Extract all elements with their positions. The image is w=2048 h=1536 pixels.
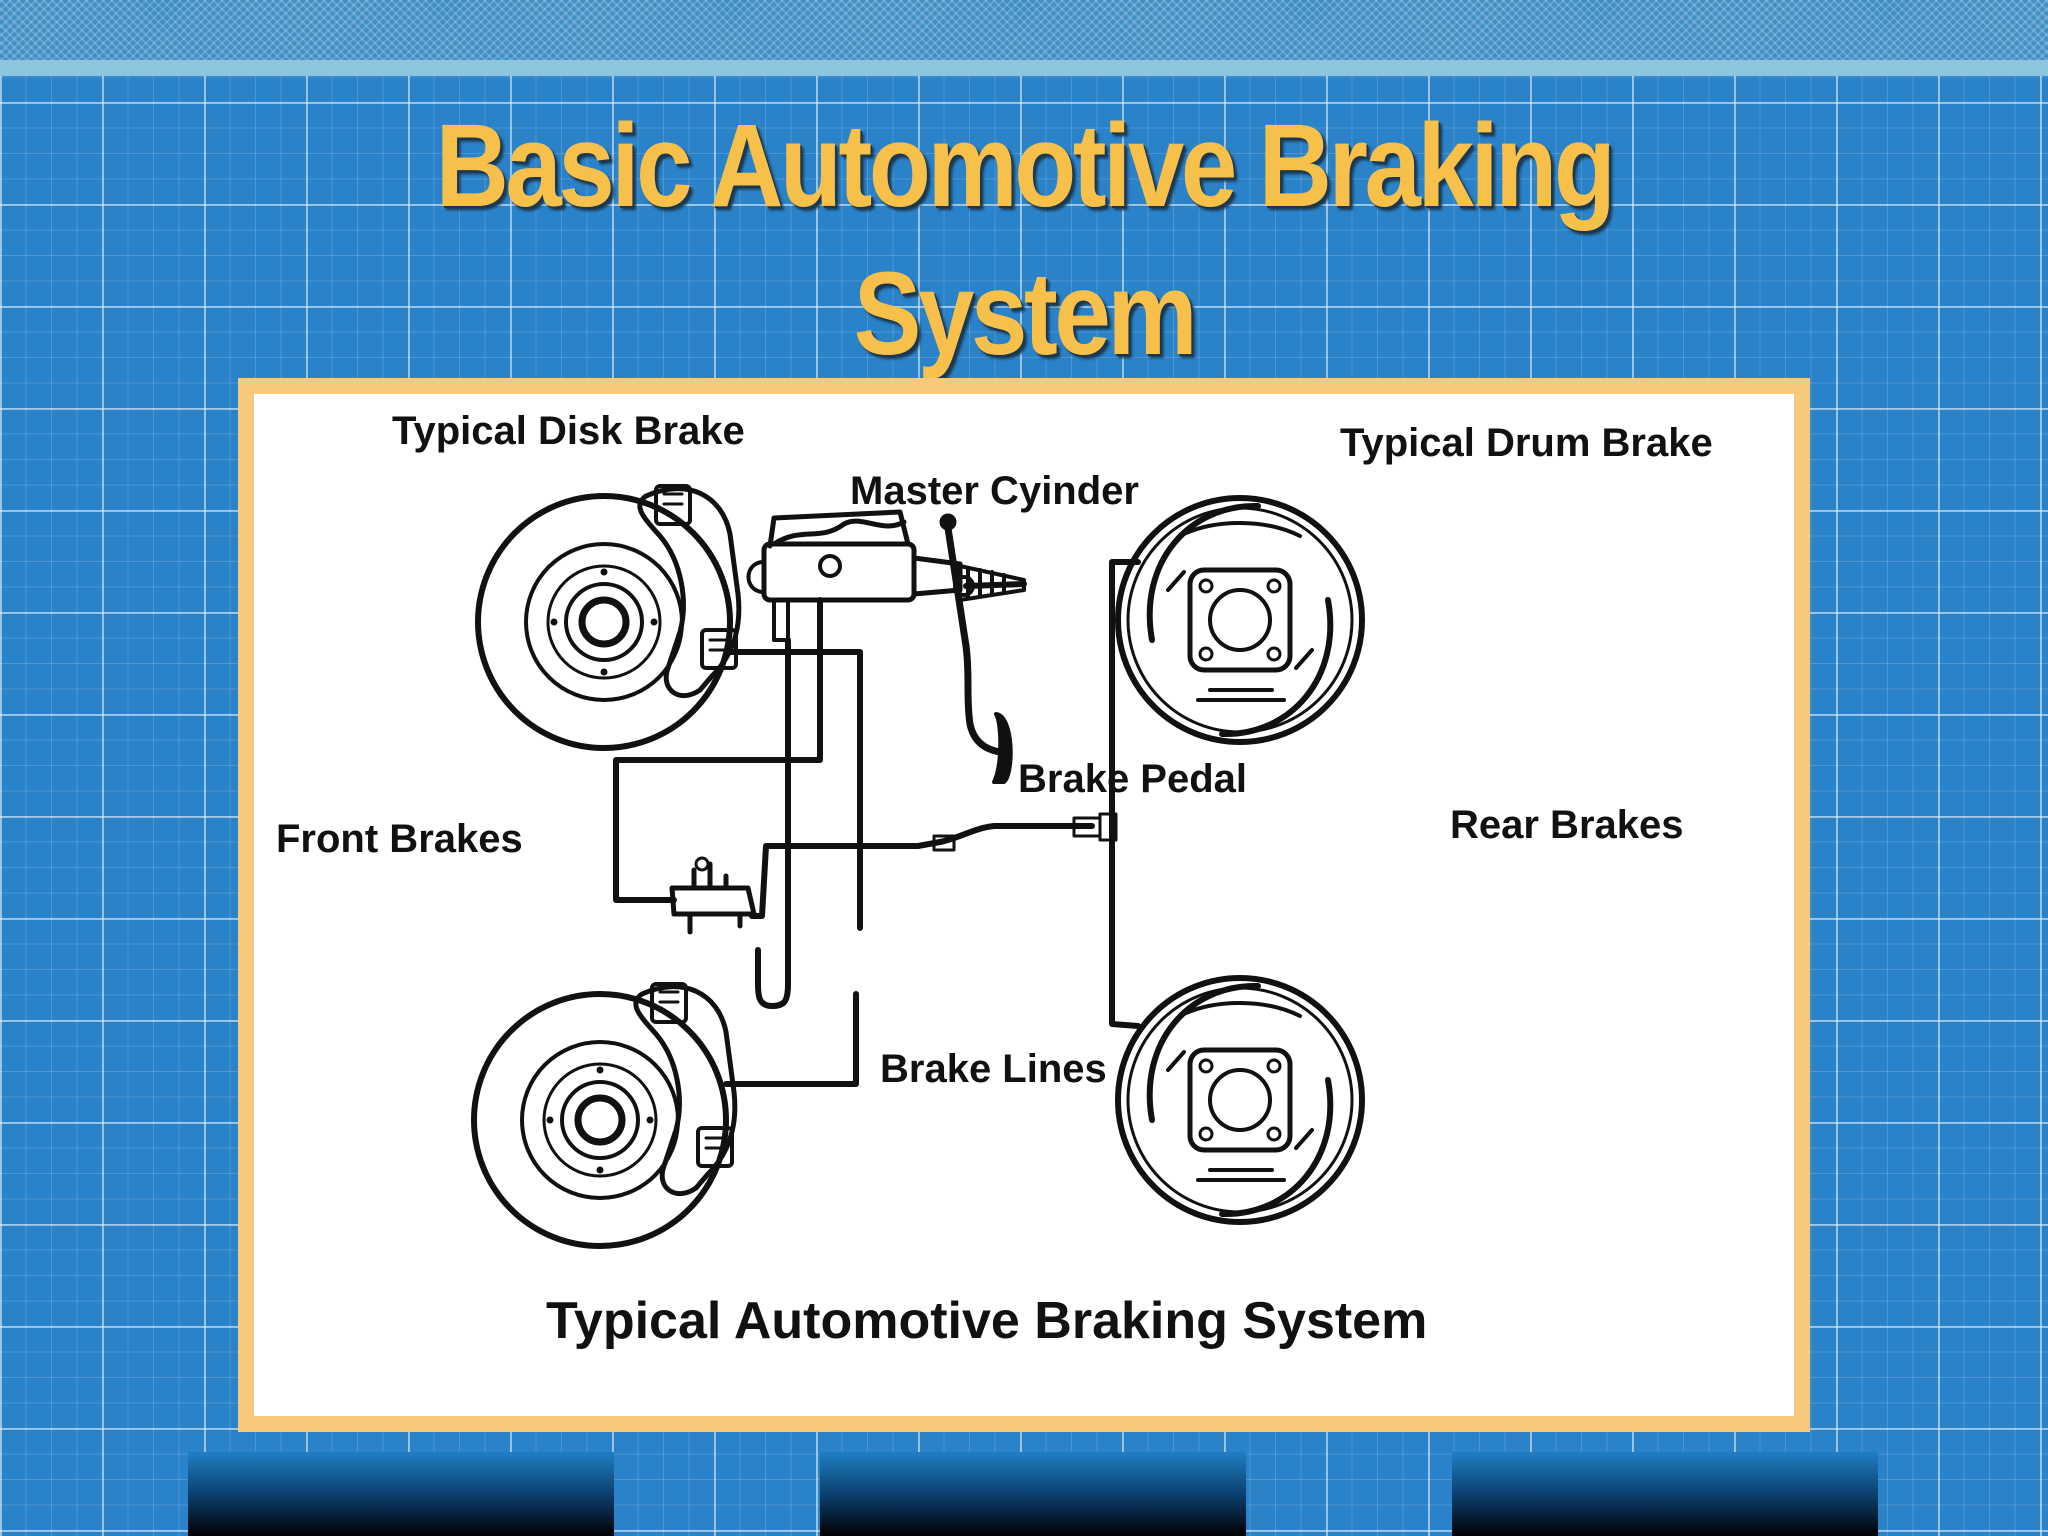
front-disk-brake-top [475,484,742,751]
diagram-line-art [471,484,1365,1249]
label-brake-lines: Brake Lines [880,1047,1107,1091]
top-pattern-band [0,0,2048,60]
diagram-frame: Typical Disk Brake Master Cyinder Typica… [238,378,1810,1432]
slide-title: Basic Automotive Braking System [435,100,1616,380]
top-band-edge [0,60,2048,76]
diagram-caption: Typical Automotive Braking System [546,1292,1428,1350]
front-disk-brake-bottom [471,982,738,1249]
label-master-cylinder: Master Cyinder [850,469,1139,513]
rear-drum-brake-top [1115,495,1365,745]
label-brake-pedal: Brake Pedal [1018,757,1248,801]
label-typical-disk-brake: Typical Disk Brake [392,409,745,453]
bottom-bar-right [1452,1452,1878,1536]
rear-drum-brake-bottom [1115,975,1365,1225]
master-cylinder [746,509,1026,642]
brake-lines [613,559,1141,1087]
label-front-brakes: Front Brakes [276,817,523,861]
bottom-bar-left [188,1452,614,1536]
label-rear-brakes: Rear Brakes [1450,803,1684,847]
bottom-bar-center [820,1452,1246,1536]
proportioning-valve [669,812,1118,935]
label-typical-drum-brake: Typical Drum Brake [1340,421,1713,465]
brake-pedal [939,513,1027,784]
braking-system-diagram: Typical Disk Brake Master Cyinder Typica… [254,394,1794,1416]
